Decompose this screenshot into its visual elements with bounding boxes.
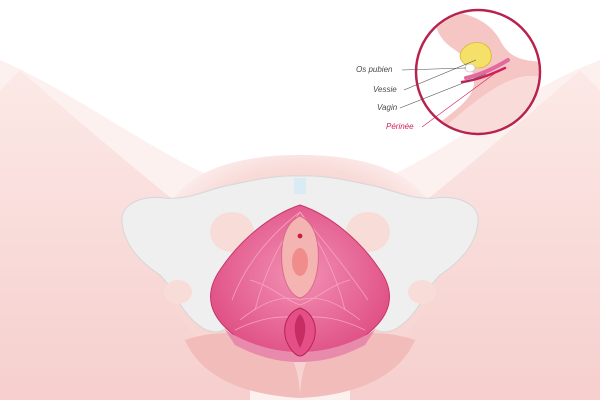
label-perineum: Périnée — [386, 122, 414, 131]
label-vagina: Vagin — [377, 103, 398, 112]
label-pubic-bone: Os pubien — [356, 65, 393, 74]
label-bladder: Vessie — [373, 85, 397, 94]
pelvic-floor-muscles — [210, 204, 390, 362]
label-leaders — [399, 59, 495, 128]
inset-lateral-view — [414, 8, 542, 136]
